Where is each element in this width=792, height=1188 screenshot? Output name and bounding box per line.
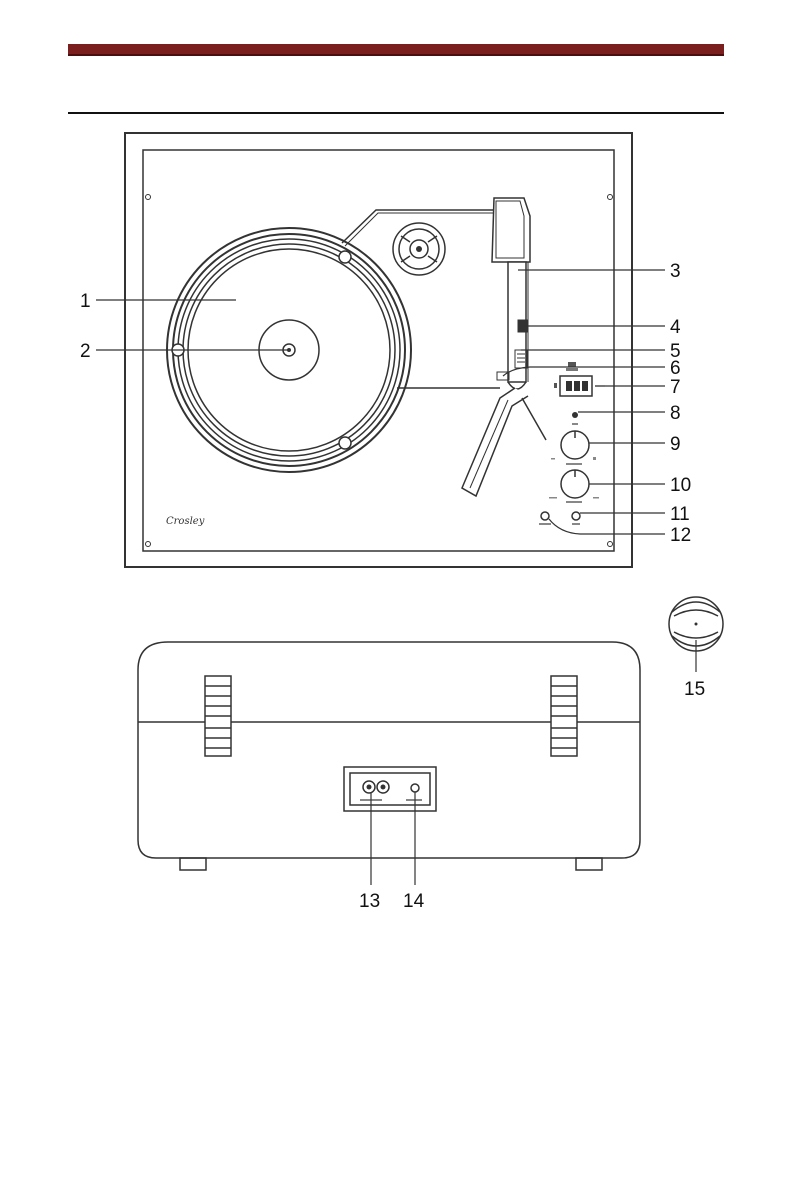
callout-11: 11 xyxy=(670,504,690,525)
screw xyxy=(146,542,151,547)
foot-right xyxy=(576,858,602,870)
callout-3: 3 xyxy=(670,261,681,282)
screw xyxy=(608,542,613,547)
callout-6: 6 xyxy=(670,358,681,379)
screw xyxy=(608,195,613,200)
adapter-45rpm xyxy=(393,223,445,275)
tonearm-base-outline xyxy=(342,210,498,243)
callout-1: 1 xyxy=(80,291,91,312)
screw xyxy=(146,195,151,200)
brand-logo: Crosley xyxy=(166,516,205,527)
aux-in-jack xyxy=(541,512,549,520)
callout-14: 14 xyxy=(403,891,425,912)
callout-9: 9 xyxy=(670,434,681,455)
callout-10: 10 xyxy=(670,475,691,496)
hinge-left xyxy=(205,676,231,756)
tonearm xyxy=(462,198,546,496)
callout-4: 4 xyxy=(670,317,681,338)
hinge-right xyxy=(551,676,577,756)
volume-knob xyxy=(551,431,596,465)
callout-7: 7 xyxy=(670,377,681,398)
callout-8: 8 xyxy=(670,403,681,424)
foot-left xyxy=(180,858,206,870)
callout-12: 12 xyxy=(670,525,691,546)
callout-13: 13 xyxy=(359,891,380,912)
function-knob xyxy=(549,470,599,503)
callout-15: 15 xyxy=(684,679,705,700)
headshell xyxy=(462,388,528,496)
headphone-jack xyxy=(572,512,580,520)
rear-jack-panel xyxy=(344,767,436,811)
leader-lines-bottom xyxy=(371,640,696,885)
back-view xyxy=(138,597,723,870)
callout-2: 2 xyxy=(80,341,91,362)
power-led xyxy=(572,412,578,418)
